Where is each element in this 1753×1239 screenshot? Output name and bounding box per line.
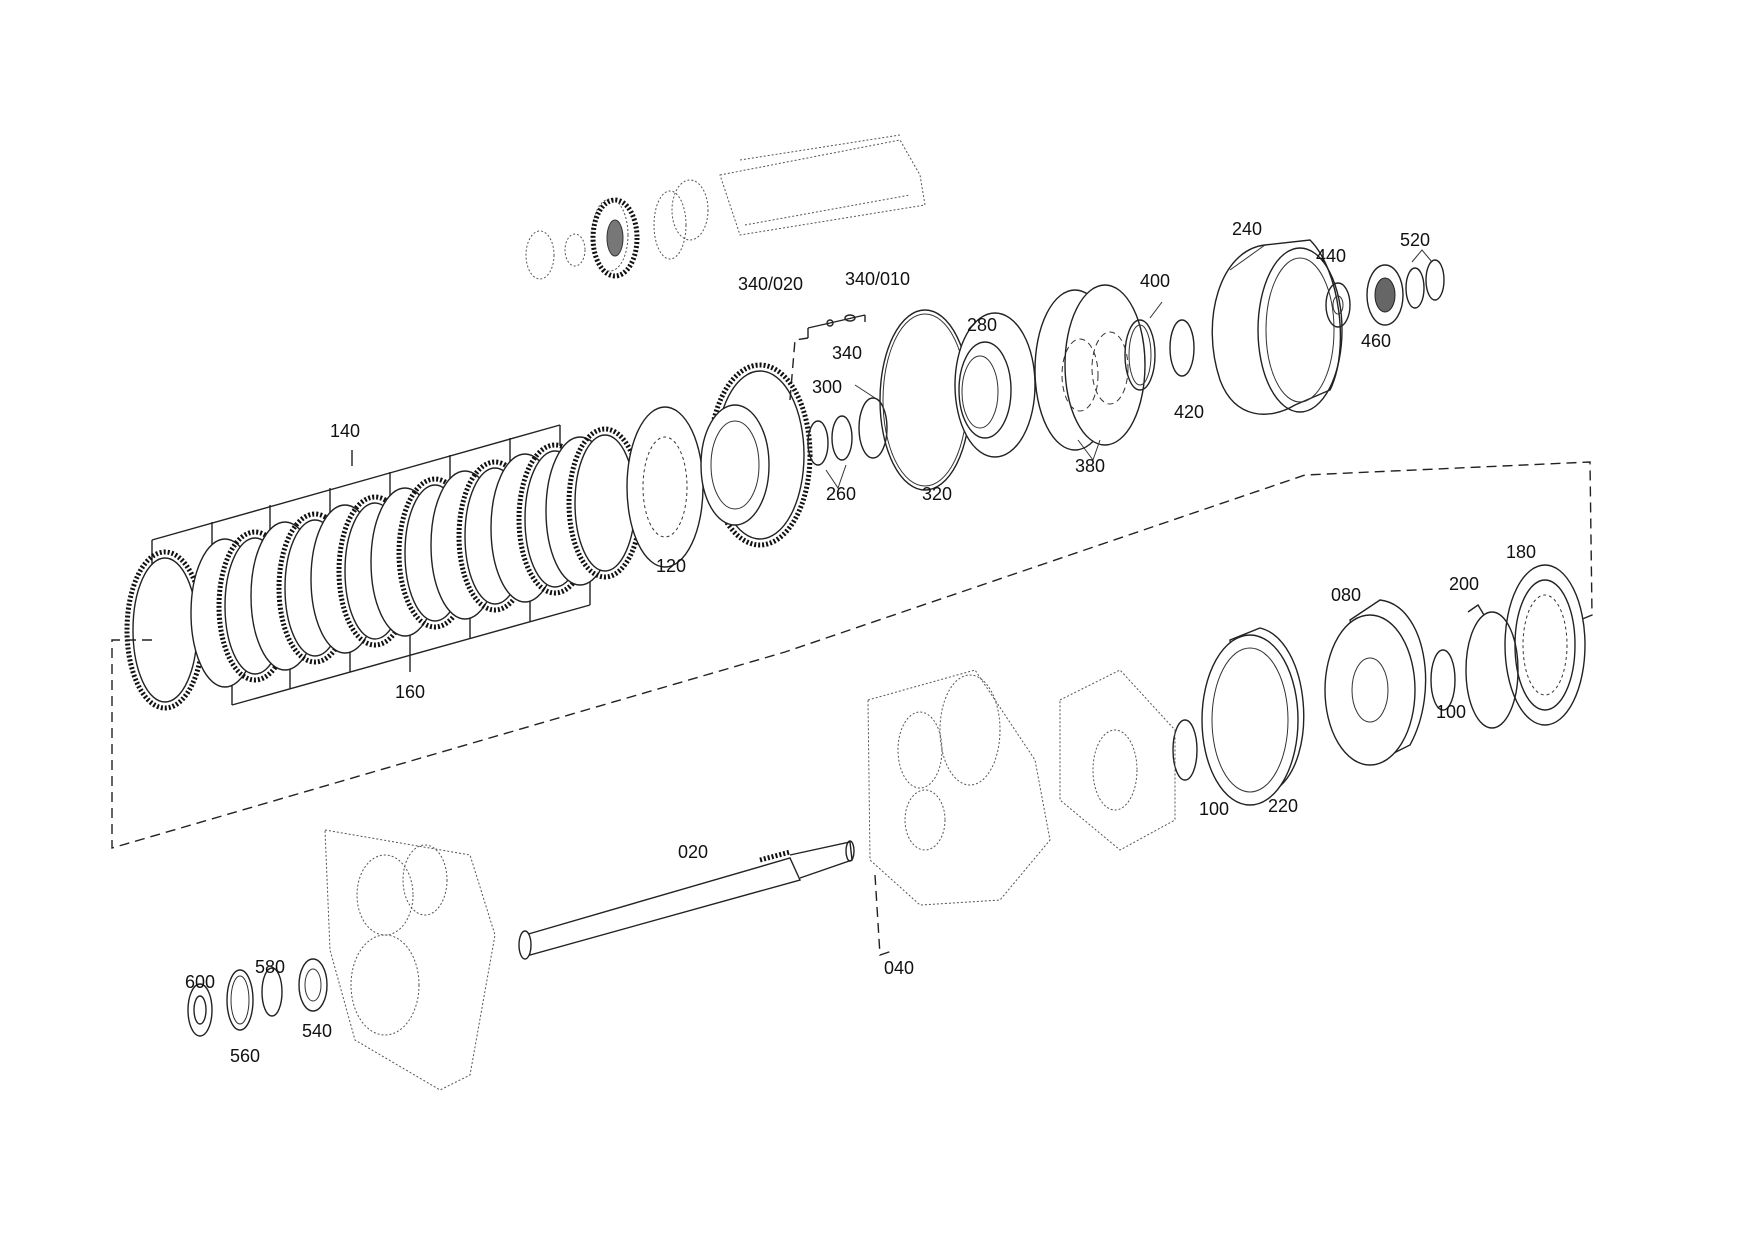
label-340-020: 340/020 (738, 274, 803, 294)
label-220: 220 (1268, 796, 1298, 816)
rear-housing (324, 829, 496, 1091)
upper-shaft-assembly (525, 134, 926, 280)
pin-bracket-340 (789, 314, 866, 401)
label-460: 460 (1361, 331, 1391, 351)
label-120: 120 (656, 556, 686, 576)
label-320: 320 (922, 484, 952, 504)
gear (700, 362, 813, 548)
label-080: 080 (1331, 585, 1361, 605)
small-parts-540-600 (187, 958, 328, 1037)
label-600: 600 (185, 972, 215, 992)
carrier-220 (1172, 627, 1305, 806)
clutch-disc-pack (124, 426, 644, 711)
pressure-disc-120 (626, 406, 704, 568)
label-020: 020 (678, 842, 708, 862)
label-100b: 100 (1199, 799, 1229, 819)
label-340-010: 340/010 (845, 269, 910, 289)
label-420: 420 (1174, 402, 1204, 422)
assembly-dashed-frame (111, 461, 1593, 849)
label-440: 440 (1316, 246, 1346, 266)
label-560: 560 (230, 1046, 260, 1066)
label-380: 380 (1075, 456, 1105, 476)
clutch-drum-080 (1324, 599, 1427, 766)
label-200: 200 (1449, 574, 1479, 594)
snap-rings-260-300 (807, 384, 888, 490)
rings-400-420 (1124, 301, 1195, 391)
label-140: 140 (330, 421, 360, 441)
label-540: 540 (302, 1021, 332, 1041)
housing-040 (867, 669, 1176, 956)
label-160: 160 (395, 682, 425, 702)
label-240: 240 (1232, 219, 1262, 239)
label-580: 580 (255, 957, 285, 977)
spring-plates-380 (1034, 284, 1146, 462)
bearing-group-440-460-520 (1325, 249, 1445, 328)
label-340: 340 (832, 343, 862, 363)
label-520: 520 (1400, 230, 1430, 250)
right-group-180-200-100 (1430, 564, 1586, 729)
label-100a: 100 (1436, 702, 1466, 722)
label-260: 260 (826, 484, 856, 504)
cylinder-housing-240 (1211, 239, 1343, 415)
shaft-020 (518, 840, 855, 960)
label-300: 300 (812, 377, 842, 397)
label-040: 040 (884, 958, 914, 978)
label-400: 400 (1140, 271, 1170, 291)
label-180: 180 (1506, 542, 1536, 562)
label-280: 280 (967, 315, 997, 335)
